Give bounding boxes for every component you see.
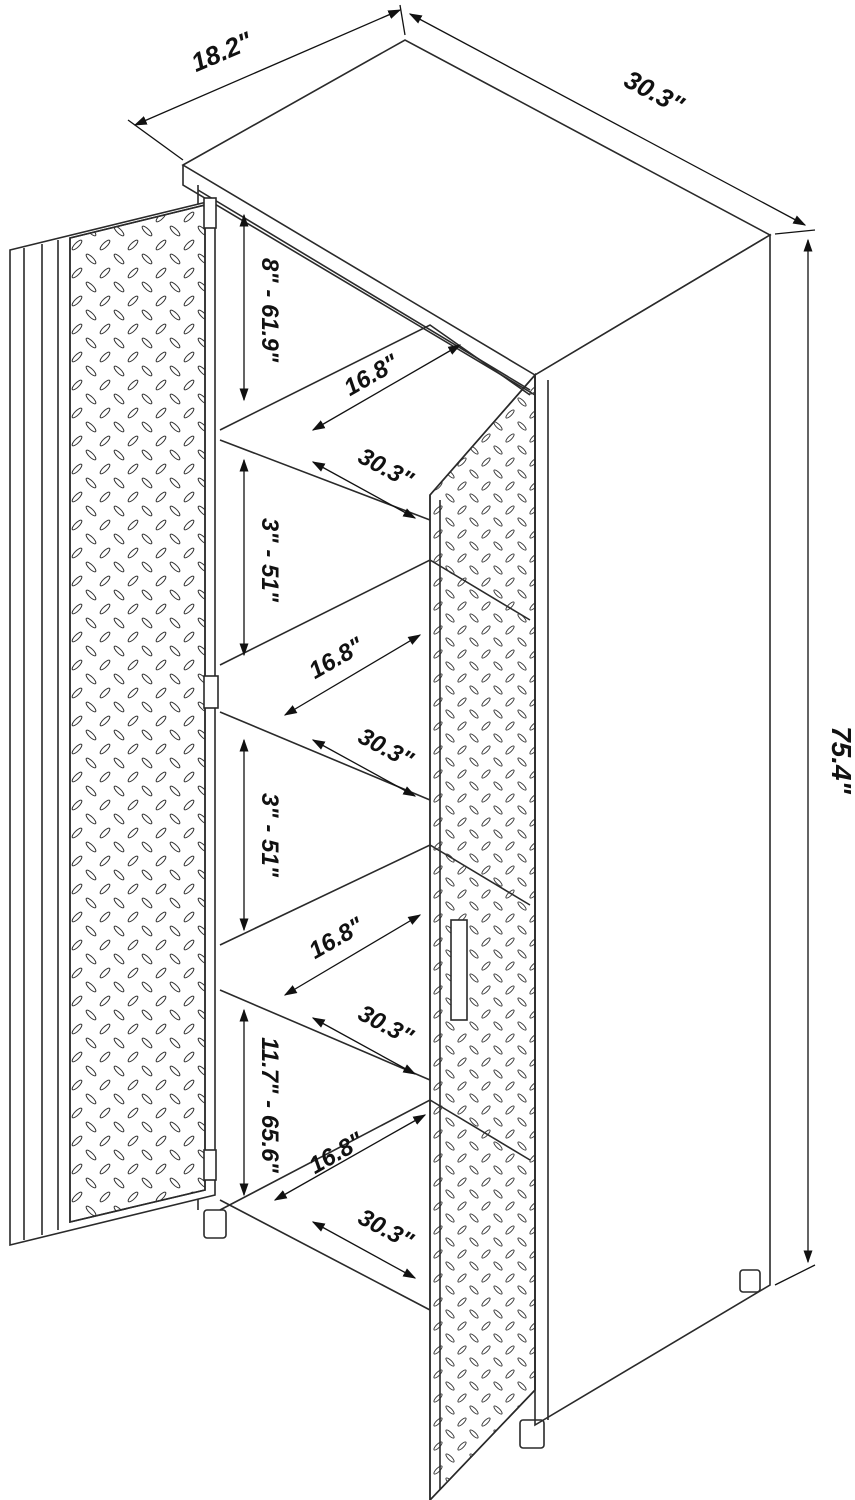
shelf-width-label: 30.3" [354,443,419,494]
left-door [9,197,219,1247]
shelf-width-label: 30.3" [354,723,419,774]
height-label: 75.4" [826,726,855,794]
shelf-height-label: 11.7" - 65.6" [256,1037,283,1173]
right-door [429,372,536,1500]
cabinet-right-side [534,233,771,1427]
door-handle [450,919,468,1021]
shelf-1 [219,324,531,431]
shelf-height-label: 3" - 51" [256,793,283,878]
shelf-depth-label: 16.8" [339,349,403,402]
width-label: 30.3" [619,64,689,120]
shelf-depth-label: 16.8" [304,1127,368,1180]
shelf-height-label: 8" - 61.9" [256,258,283,363]
depth-label: 18.2" [187,25,257,77]
shelf-width-label: 30.3" [354,1204,419,1255]
shelf-width-label: 30.3" [354,1000,419,1051]
shelf-depth-label: 16.8" [304,632,368,685]
door-hinge [203,675,219,709]
shelf-height-label: 3" - 51" [256,518,283,603]
shelf-depth-label: 16.8" [304,912,368,965]
